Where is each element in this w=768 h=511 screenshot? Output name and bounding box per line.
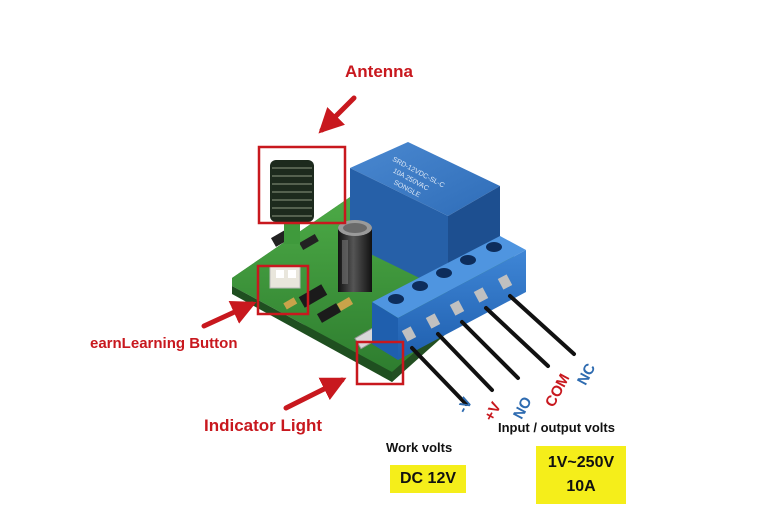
io-volts-value-box: 1V~250V 10A	[536, 446, 626, 504]
antenna-label: Antenna	[345, 62, 413, 81]
io-volts-value-line1: 1V~250V	[547, 454, 615, 471]
capacitor	[338, 220, 372, 292]
learning-button-callout-box	[256, 264, 310, 316]
work-volts-label: Work volts	[386, 440, 453, 455]
learning-button-arrow	[201, 300, 257, 329]
antenna-arrow	[318, 95, 357, 134]
indicator-light-label: Indicator Light	[204, 416, 323, 435]
io-volts-label: Input / output volts	[498, 420, 615, 435]
terminal-wires	[410, 294, 576, 406]
terminal-block	[372, 236, 526, 360]
antenna-coil	[270, 160, 314, 244]
indicator-light-arrow	[283, 377, 347, 411]
learning-button-label: earnLearning Button	[90, 335, 238, 352]
relay: SRD-12VDC-SL-C 10A 250VAC SONGLE	[350, 142, 500, 292]
io-volts-value-line2: 10A	[566, 478, 596, 495]
antenna-callout-box	[257, 145, 347, 225]
work-volts-value: DC 12V	[390, 465, 466, 493]
indicator-light-callout-box	[355, 340, 405, 386]
